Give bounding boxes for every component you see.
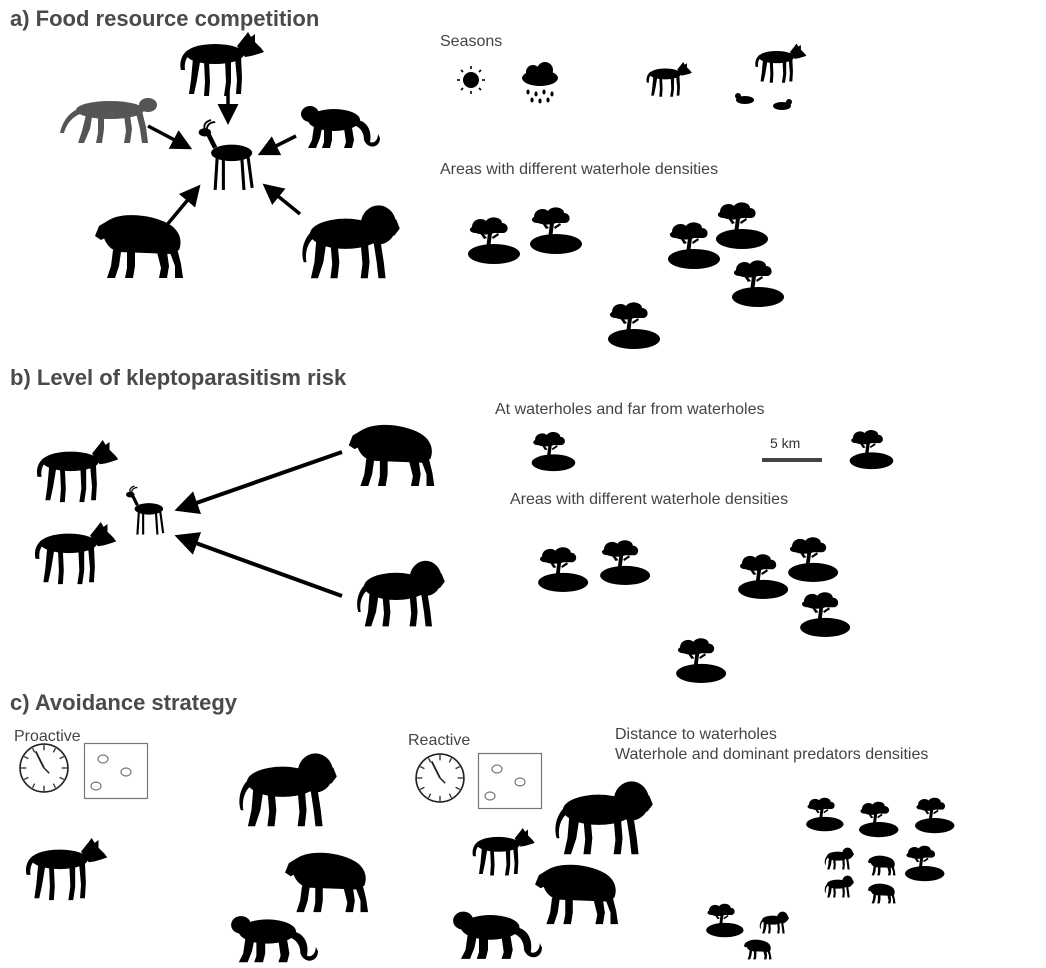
acacia-waterhole-icon <box>676 638 726 683</box>
lion-icon <box>302 205 399 278</box>
acacia-waterhole-icon <box>850 430 894 469</box>
lion-icon <box>760 912 789 934</box>
wild-dog-icon <box>26 838 107 900</box>
pups-icon <box>735 93 792 110</box>
lion-icon <box>825 848 854 870</box>
hyena-icon <box>285 853 368 912</box>
acacia-waterhole-icon <box>905 846 945 881</box>
acacia-waterhole-icon <box>468 217 520 264</box>
section-c-art <box>20 744 954 963</box>
clock-icon <box>20 744 68 792</box>
wild-dog-with-pups-icon <box>755 44 806 83</box>
hyena-icon <box>868 884 896 904</box>
leopard-icon <box>301 106 380 148</box>
cheetah-icon <box>60 98 157 143</box>
clock-icon <box>416 754 464 802</box>
acacia-waterhole-icon <box>716 202 768 249</box>
acacia-waterhole-icon <box>530 207 582 254</box>
hyena-icon <box>868 856 896 876</box>
impala-icon <box>199 120 252 190</box>
acacia-waterhole-icon <box>800 592 850 637</box>
lion-icon <box>555 781 652 854</box>
wild-dog-icon <box>37 440 118 502</box>
map-box-icon <box>479 754 542 809</box>
hyena-icon <box>349 425 434 486</box>
acacia-waterhole-icon <box>732 260 784 307</box>
lion-icon <box>357 561 445 627</box>
wild-dog-icon <box>473 828 535 876</box>
wild-dog-icon <box>35 522 116 584</box>
acacia-waterhole-icon <box>806 798 843 832</box>
acacia-waterhole-icon <box>915 798 955 833</box>
map-box-icon <box>85 744 148 799</box>
rain-cloud-icon <box>522 62 558 104</box>
acacia-waterhole-icon <box>538 547 588 592</box>
hyena-icon <box>535 865 618 924</box>
leopard-icon <box>231 916 318 962</box>
kleptoparasitism-arrows <box>182 452 342 596</box>
hyena-icon <box>95 215 183 278</box>
hyena-icon <box>744 940 772 960</box>
acacia-waterhole-icon <box>532 432 576 471</box>
acacia-waterhole-icon <box>788 537 838 582</box>
lion-icon <box>825 876 854 898</box>
leopard-icon <box>453 912 542 959</box>
section-a-art <box>60 32 806 349</box>
sun-icon <box>457 66 485 94</box>
wild-dog-running-icon <box>646 62 691 97</box>
acacia-waterhole-icon <box>706 904 743 938</box>
wild-dog-icon <box>180 32 264 96</box>
acacia-waterhole-icon <box>608 302 660 349</box>
lion-icon <box>239 753 336 826</box>
impala-icon <box>126 486 163 535</box>
acacia-waterhole-icon <box>738 554 788 599</box>
acacia-waterhole-icon <box>600 540 650 585</box>
acacia-waterhole-icon <box>668 222 720 269</box>
acacia-waterhole-icon <box>859 802 899 837</box>
section-b-art <box>35 425 893 683</box>
